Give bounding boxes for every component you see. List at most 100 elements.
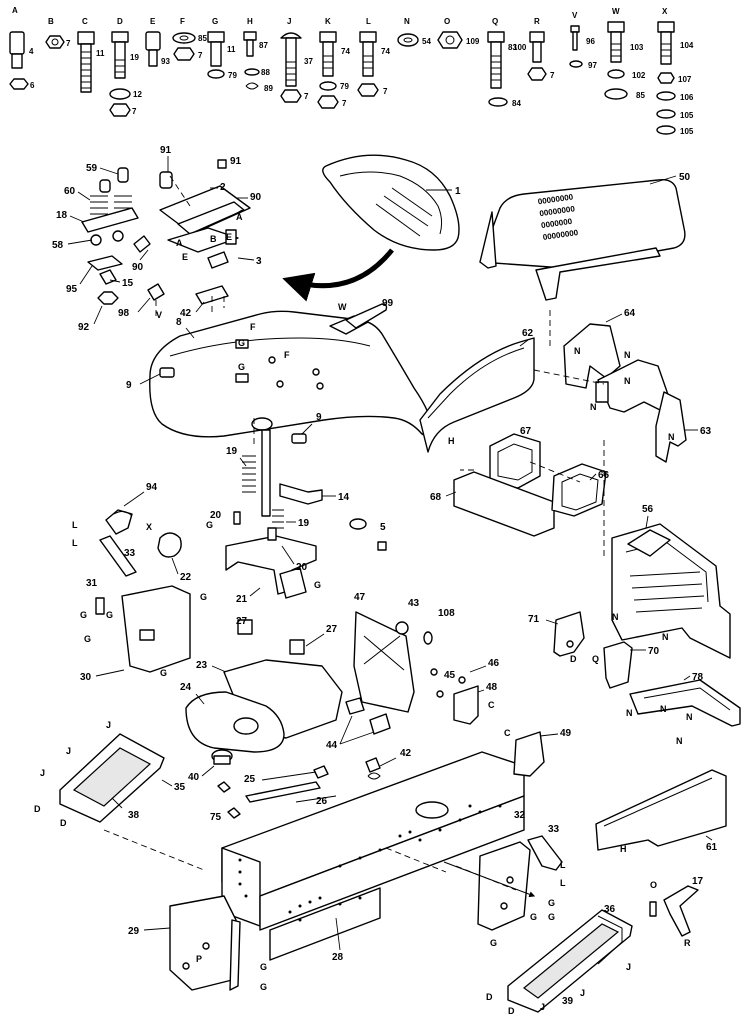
part-num-91a: 91 xyxy=(160,145,172,156)
hardware-r-num-2: 7 xyxy=(550,71,555,80)
front-plate: 29 P G G xyxy=(128,895,267,992)
part-num-21: 21 xyxy=(236,594,248,605)
hardware-letter-d: D xyxy=(117,17,123,26)
svg-text:N: N xyxy=(668,432,675,442)
bolt-shank-icon xyxy=(490,41,502,89)
svg-text:G: G xyxy=(160,668,167,678)
part-num-78: 78 xyxy=(692,672,704,683)
hardware-q-num-1: 83 xyxy=(508,43,517,52)
part-num-31: 31 xyxy=(86,578,98,589)
hardware-d: D 19 12 7 xyxy=(109,17,142,117)
center-plate: 47 43 108 45 46 48 44 C xyxy=(326,592,500,751)
fuel-tank: 27 27 23 24 xyxy=(180,616,343,753)
hardware-f: F 85 7 xyxy=(172,17,207,61)
bolt-shank-icon xyxy=(610,31,622,63)
svg-text:E: E xyxy=(182,252,188,262)
hardware-letter-n: N xyxy=(404,17,410,26)
carriage-bolt-head-icon xyxy=(280,32,302,39)
part-num-47: 47 xyxy=(354,592,366,603)
hex-nut-icon xyxy=(657,72,675,84)
hardware-j-num-1: 37 xyxy=(304,57,313,66)
svg-text:L: L xyxy=(72,520,78,530)
small-screw-icon xyxy=(572,31,578,51)
left-side-plate: 31 30 G G G G G xyxy=(80,578,207,683)
left-footrest: J J J D D 35 38 xyxy=(34,720,205,871)
part-num-30: 30 xyxy=(80,672,92,683)
washer-icon xyxy=(488,97,508,107)
hardware-v-num-2: 97 xyxy=(588,61,597,70)
hardware-b: B 7 xyxy=(45,17,71,49)
part-num-75: 75 xyxy=(210,812,222,823)
bolt-head-icon xyxy=(77,31,95,45)
part-num-68: 68 xyxy=(430,492,442,503)
washer-icon xyxy=(656,125,676,135)
svg-text:P: P xyxy=(196,954,202,964)
hardware-a: A 4 6 xyxy=(9,6,35,90)
hardware-g: G 11 79 xyxy=(207,17,237,80)
right-footrest: 78 N N N N xyxy=(626,672,741,746)
hardware-q: Q 83 84 xyxy=(487,17,521,108)
part-num-20b: 20 xyxy=(296,562,308,573)
svg-text:G: G xyxy=(238,338,245,348)
part-num-99: 99 xyxy=(382,298,394,309)
part-num-1: 1 xyxy=(455,186,461,197)
part-num-67: 67 xyxy=(520,426,532,437)
cap: 5 xyxy=(349,518,387,551)
svg-text:N: N xyxy=(612,612,619,622)
svg-text:W: W xyxy=(338,302,347,312)
svg-text:G: G xyxy=(548,912,555,922)
svg-text:A: A xyxy=(176,238,183,248)
hardware-x-num-2: 107 xyxy=(678,75,692,84)
hardware-o-num-1: 109 xyxy=(466,37,480,46)
svg-text:R: R xyxy=(684,938,691,948)
hardware-n-num-1: 54 xyxy=(422,37,431,46)
lock-washer-icon xyxy=(319,81,337,91)
bolt-head-icon xyxy=(319,31,337,43)
svg-text:H: H xyxy=(620,844,627,854)
part-num-28: 28 xyxy=(332,952,344,963)
part-num-59: 59 xyxy=(86,163,98,174)
svg-text:F: F xyxy=(250,322,256,332)
hardware-b-num-1: 7 xyxy=(66,39,71,48)
svg-text:G: G xyxy=(260,962,267,972)
part-num-14: 14 xyxy=(338,492,350,503)
part-num-3: 3 xyxy=(256,256,262,267)
hardware-x-num-1: 104 xyxy=(680,41,694,50)
svg-text:N: N xyxy=(574,346,581,356)
part-num-91b: 91 xyxy=(230,156,242,167)
side-bracket: 49 C xyxy=(504,728,572,777)
svg-text:J: J xyxy=(66,746,71,756)
part-num-42a: 42 xyxy=(180,308,192,319)
lock-washer-icon xyxy=(207,69,225,79)
svg-text:J: J xyxy=(40,768,45,778)
svg-text:N: N xyxy=(662,632,669,642)
hardware-r-num-1: 100 xyxy=(513,43,527,52)
part-num-22: 22 xyxy=(180,572,192,583)
svg-text:G: G xyxy=(200,592,207,602)
upper-assembly: 1 00000000 00000000 0000000 00000000 50 xyxy=(52,145,731,659)
part-num-15: 15 xyxy=(122,278,134,289)
part-num-48: 48 xyxy=(486,682,498,693)
hardware-letter-a: A xyxy=(12,6,18,15)
washer-icon xyxy=(656,91,676,101)
part-num-71: 71 xyxy=(528,614,540,625)
svg-text:H: H xyxy=(448,436,455,446)
hex-nut-icon xyxy=(357,83,379,97)
hardware-h-num-2: 88 xyxy=(261,68,270,77)
part-num-70: 70 xyxy=(648,646,660,657)
hardware-a-num-2: 6 xyxy=(30,81,35,90)
hardware-l: L 74 7 xyxy=(357,17,390,97)
spring-icon xyxy=(272,509,284,529)
svg-text:N: N xyxy=(686,712,693,722)
svg-text:L: L xyxy=(560,860,566,870)
washer-icon xyxy=(656,109,676,119)
side-panel-left: 62 H xyxy=(419,328,535,453)
hardware-k-num-3: 7 xyxy=(342,99,347,108)
svg-text:D: D xyxy=(486,992,493,1002)
part-num-38: 38 xyxy=(128,810,140,821)
part-num-20a: 20 xyxy=(210,510,222,521)
part-num-9a: 9 xyxy=(126,380,132,391)
steering-bracket: 20 19 20 21 G G xyxy=(206,510,321,605)
fuel-cap-icon xyxy=(233,717,259,735)
bolt-shank-icon xyxy=(210,41,222,67)
